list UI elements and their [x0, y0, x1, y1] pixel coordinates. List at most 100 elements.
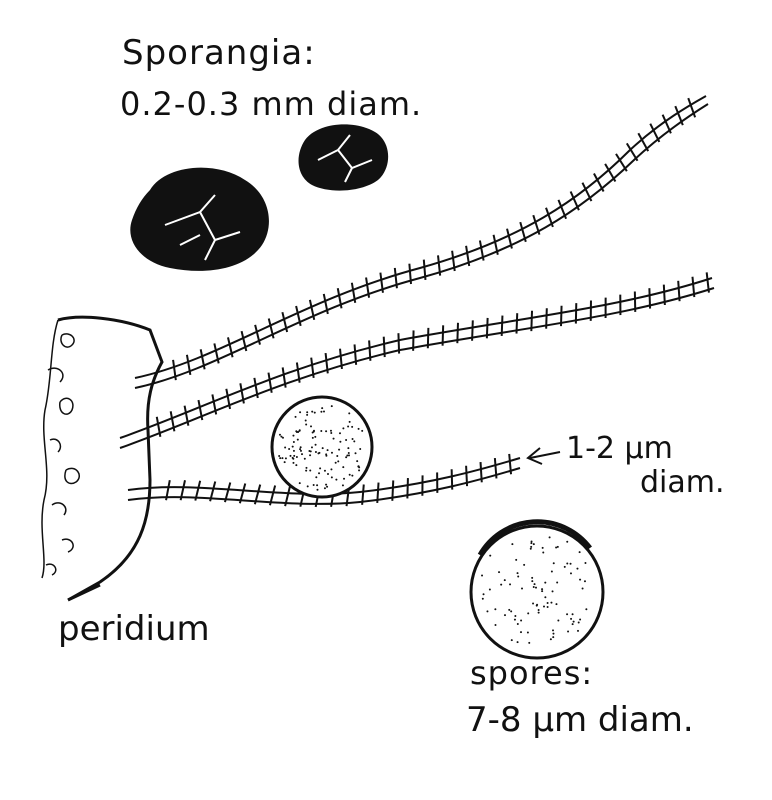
stipple-dot — [353, 440, 356, 443]
filament-lower — [127, 457, 521, 505]
stipple-dot — [488, 588, 491, 591]
stipple-dot — [516, 641, 519, 644]
stipple-dot — [532, 543, 535, 546]
stipple-dot — [298, 482, 301, 485]
septum-tick — [324, 352, 329, 374]
septum-tick — [165, 479, 171, 501]
septum-tick — [295, 305, 302, 327]
stipple-dot — [316, 488, 319, 491]
stipple-dot — [332, 437, 335, 440]
septum-tick — [295, 362, 301, 383]
stipple-dot — [354, 452, 357, 455]
stipple-dot — [342, 466, 345, 469]
septum-tick — [625, 142, 639, 162]
stipple-dot — [533, 583, 536, 586]
septum-tick — [456, 322, 459, 344]
filament-middle — [119, 277, 715, 449]
stipple-dot — [536, 603, 539, 606]
stipple-dot — [319, 467, 322, 470]
septum-tick — [284, 486, 291, 507]
stipple-dot — [330, 468, 333, 471]
stipple-dot — [571, 613, 574, 616]
stipple-dot — [552, 629, 555, 632]
septum-tick — [615, 153, 628, 172]
stipple-dot — [295, 430, 298, 433]
stipple-dot — [317, 452, 320, 455]
septum-tick — [677, 280, 681, 302]
stipple-dot — [292, 440, 295, 443]
septum-tick — [350, 282, 357, 304]
septum-tick — [408, 263, 412, 285]
stipple-dot — [284, 457, 287, 460]
septum-tick — [281, 367, 287, 388]
stipple-dot — [516, 623, 519, 626]
stipple-dot — [569, 562, 572, 565]
stipple-dot — [552, 632, 555, 635]
stipple-dot — [309, 469, 312, 472]
stipple-dot — [292, 434, 295, 437]
septum-tick — [604, 163, 617, 183]
stipple-dot — [305, 469, 308, 472]
stipple-dot — [325, 483, 328, 486]
stipple-dot — [347, 447, 350, 450]
septum-tick — [422, 259, 427, 281]
stipple-dot — [296, 438, 299, 441]
septum-tick — [227, 337, 234, 358]
stipple-dot — [303, 457, 306, 460]
septum-tick — [569, 191, 580, 211]
stipple-dot — [305, 466, 308, 469]
stipple-dot — [311, 410, 314, 413]
stipple-dot — [519, 631, 522, 634]
stipple-dot — [314, 443, 317, 446]
stipple-dot — [311, 436, 314, 439]
stipple-dot — [330, 432, 333, 435]
stipple-dot — [544, 596, 547, 599]
stipple-dot — [481, 597, 484, 600]
stipple-dot — [338, 448, 341, 451]
stipple-dot — [291, 445, 294, 448]
stipple-dot — [552, 562, 555, 565]
septum-tick — [506, 228, 513, 249]
stipple-dot — [511, 543, 514, 546]
septum-tick — [223, 482, 232, 503]
stipple-dot — [295, 456, 298, 459]
stipple-dot — [321, 447, 324, 450]
septum-tick — [530, 310, 534, 332]
septum-tick — [172, 359, 177, 381]
septum-tick — [441, 325, 445, 346]
left-arrow-icon — [526, 447, 561, 465]
septum-tick — [353, 344, 358, 365]
stipple-dot — [508, 608, 511, 611]
septum-tick — [479, 461, 483, 483]
stipple-dot — [498, 571, 501, 574]
stipple-dot — [289, 454, 292, 457]
septum-tick — [209, 481, 217, 502]
stipple-dot — [314, 451, 317, 454]
stipple-dot — [293, 454, 296, 457]
septum-tick — [545, 207, 554, 228]
septum-tick — [239, 383, 245, 404]
stipple-dot — [530, 542, 533, 545]
stipple-dot — [325, 453, 328, 456]
septum-tick — [508, 453, 513, 475]
stipple-dot — [503, 579, 506, 582]
stipple-dot — [579, 578, 582, 581]
stipple-dot — [326, 449, 329, 452]
stipple-dot — [569, 572, 572, 575]
stipple-dot — [309, 454, 312, 457]
stipple-dot — [326, 485, 329, 488]
stipple-dot — [541, 546, 544, 549]
septum-tick — [557, 199, 568, 220]
septum-tick — [519, 221, 527, 243]
stipple-dot — [550, 601, 553, 604]
stipple-dot — [345, 439, 348, 442]
stipple-dot — [503, 614, 506, 617]
stipple-dot — [516, 572, 519, 575]
septum-tick — [339, 348, 343, 370]
stipple-dot — [546, 606, 549, 609]
stipple-dot — [309, 450, 312, 453]
stipple-dot — [304, 419, 307, 422]
septum-tick — [661, 114, 672, 134]
septum-tick — [465, 465, 469, 487]
septum-tick — [310, 357, 315, 379]
